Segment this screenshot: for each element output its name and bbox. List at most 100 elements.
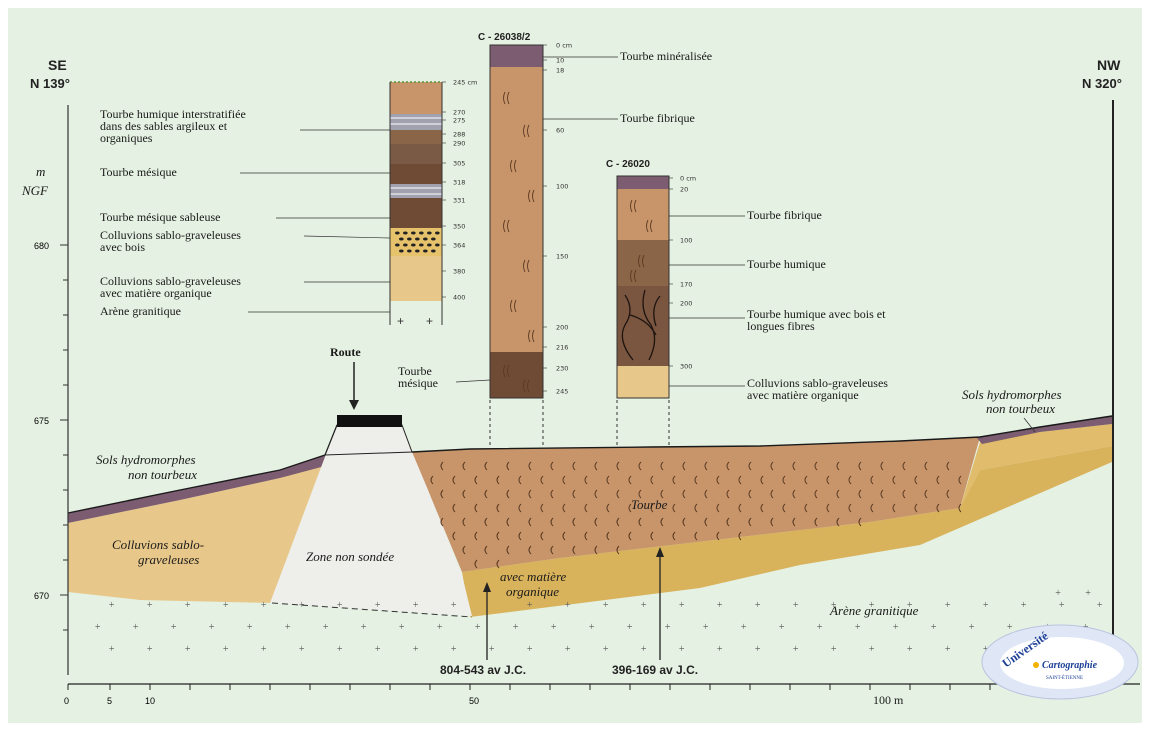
fibre-mark [523,379,530,393]
x-tick-10: 10 [145,696,155,706]
depth-label: 331 [453,197,465,205]
peat-mark [518,503,522,513]
peat-mark [660,461,664,471]
peat-mark [594,517,598,527]
peat-mark [814,489,818,499]
gravel-mark [419,231,424,235]
peat-mark [738,531,742,541]
arene-mark: + [337,600,343,611]
peat-mark [474,503,478,513]
gravel-mark [435,231,440,235]
peat-mark [528,489,532,499]
peat-mark [858,461,862,471]
peat-mark [660,517,664,527]
arene-mark: + [375,644,381,655]
layer-label: organiques [100,131,153,145]
depth-label: 216 [556,344,568,352]
peat-mark [484,489,488,499]
gravel-mark [415,249,420,253]
peat-mark [892,503,896,513]
fibre-mark [503,91,510,105]
avec-mo-line1: avec matière [500,569,567,584]
peat-mark [804,475,808,485]
arene-mark: + [437,622,443,633]
peat-mark [606,475,610,485]
avec-mo-line2: organique [506,584,559,599]
depth-label: 20 [680,186,688,194]
peat-mark [496,559,500,569]
orientation-left-bearing: N 139° [30,76,70,91]
arene-mark: + [817,622,823,633]
gravel-mark [411,231,416,235]
arene-mark: + [1097,600,1103,611]
arene-mark: + [475,622,481,633]
peat-mark [484,461,488,471]
date2-arrowhead [656,547,664,557]
peat-mark [430,475,434,485]
arene-mark: + [641,644,647,655]
peat-mark [594,489,598,499]
depth-label: 230 [556,365,568,373]
orientation-right-bearing: N 320° [1082,76,1122,91]
peat-mark [606,503,610,513]
peat-mark [738,503,742,513]
peat-mark [638,517,642,527]
peat-mark [540,503,544,513]
gravel-mark [423,237,428,241]
arene-mark: + [717,600,723,611]
arene-mark: + [755,644,761,655]
university-logo: Université Cartographie SAINT-ÉTIENNE [981,624,1139,700]
peat-mark [584,475,588,485]
sols-right-line1: Sols hydromorphes [962,387,1062,402]
peat-mark [914,475,918,485]
svg-text:+: + [426,314,433,328]
arene-mark: + [779,622,785,633]
zone-non-sondee-layer [270,425,472,616]
depth-label: 305 [453,160,465,168]
peat-mark [462,517,466,527]
peat-mark [726,489,730,499]
peat-mark [584,531,588,541]
peat-mark [528,545,532,555]
peat-mark [660,489,664,499]
arene-mark: + [147,600,153,611]
gravel-mark [407,237,412,241]
gravel-mark [395,231,400,235]
arene-mark: + [627,622,633,633]
peat-mark [528,461,532,471]
peat-mark [506,517,510,527]
gravel-mark [415,237,420,241]
depth-label: 288 [453,131,465,139]
layer-label: Tourbe minéralisée [620,49,712,63]
depth-label: 270 [453,109,465,117]
peat-mark [870,475,874,485]
gravel-mark [427,243,432,247]
arene-mark: + [413,600,419,611]
gravel-mark [431,237,436,241]
layer-label: Tourbe mésique [100,165,177,179]
colluvions-line2: graveleuses [138,552,199,567]
depth-label: 0 cm [556,42,572,50]
arene-mark: + [209,622,215,633]
arene-mark: + [931,622,937,633]
peat-mark [628,503,632,513]
arene-mark: + [261,644,267,655]
road [337,415,402,427]
peat-mark [782,475,786,485]
peat-mark [760,503,764,513]
route-label: Route [330,345,361,359]
layer-label: Tourbe humique interstratifiée [100,107,246,121]
peat-mark [748,517,752,527]
x-tick-0: 0 [64,696,69,706]
peat-mark [506,489,510,499]
arene-mark: + [565,644,571,655]
peat-mark [550,461,554,471]
layer-label: avec matière organique [747,388,859,402]
sols-left-line2: non tourbeux [128,467,197,482]
wood-fibre-mark [621,294,634,361]
depth-label: 100 [556,183,568,191]
depth-label: 200 [680,300,692,308]
peat-mark [924,489,928,499]
peat-mark [606,531,610,541]
